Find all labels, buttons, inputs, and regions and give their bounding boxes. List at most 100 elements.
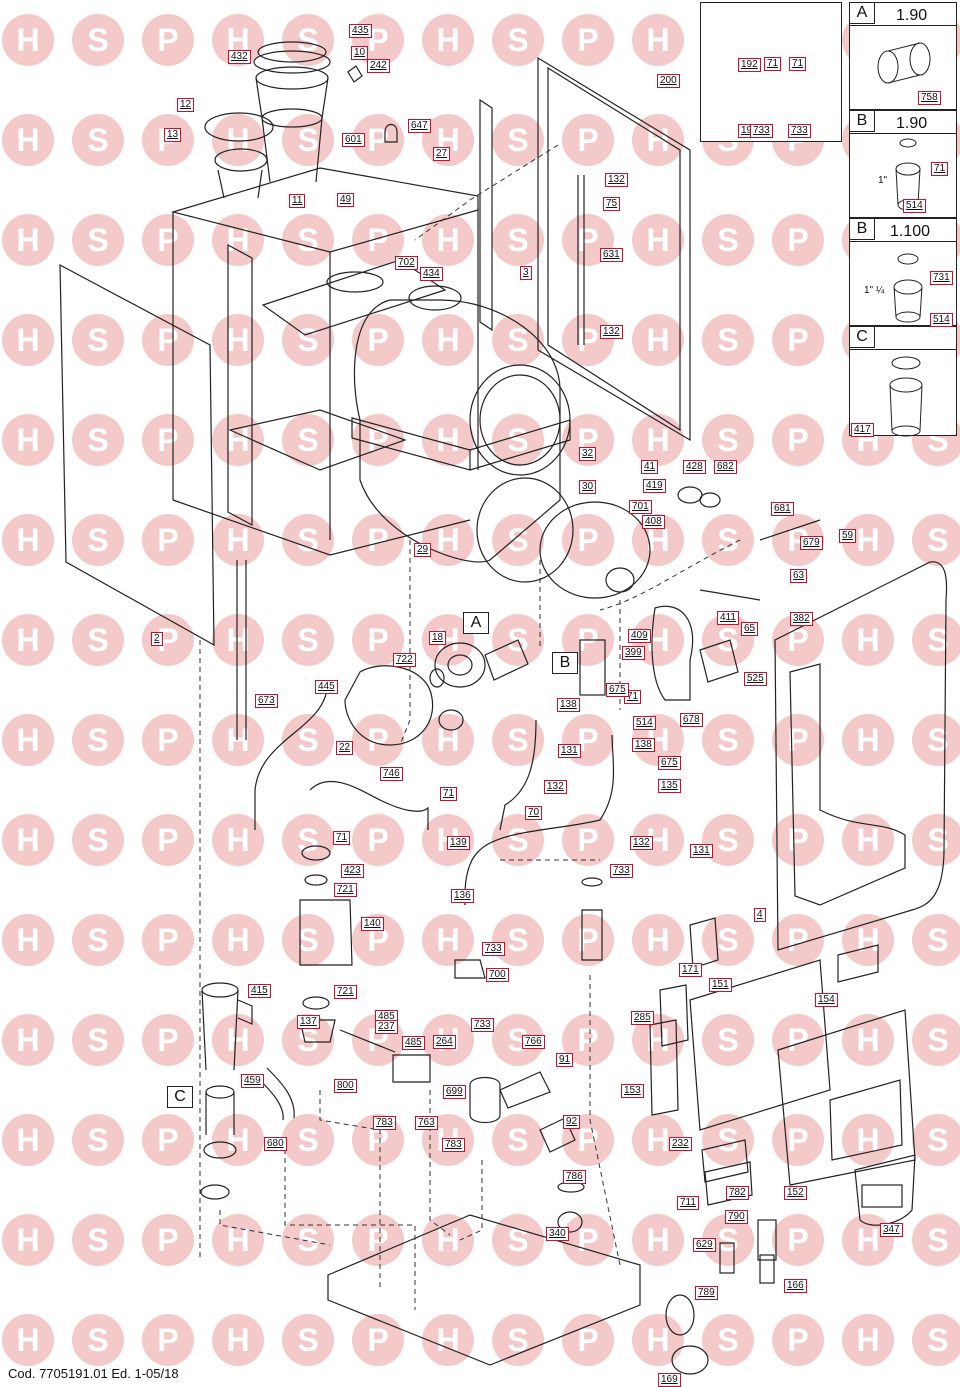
part-label-71[interactable]: 71	[789, 57, 807, 71]
part-label-382[interactable]: 382	[790, 612, 813, 626]
part-label-783[interactable]: 783	[373, 1116, 396, 1130]
part-label-153[interactable]: 153	[621, 1084, 644, 1098]
part-label-763[interactable]: 763	[415, 1116, 438, 1130]
part-label-140[interactable]: 140	[361, 917, 384, 931]
part-label-137[interactable]: 137	[297, 1015, 320, 1029]
part-label-132[interactable]: 132	[600, 325, 623, 339]
part-label-399[interactable]: 399	[622, 646, 645, 660]
part-label-790[interactable]: 790	[725, 1210, 748, 1224]
part-label-132[interactable]: 132	[605, 173, 628, 187]
part-label-138[interactable]: 138	[557, 698, 580, 712]
part-label-679[interactable]: 679	[800, 536, 823, 550]
part-label-340[interactable]: 340	[546, 1227, 569, 1241]
part-label-681[interactable]: 681	[771, 502, 794, 516]
part-label-746[interactable]: 746	[380, 767, 403, 781]
part-label-682[interactable]: 682	[714, 460, 737, 474]
part-label-131[interactable]: 131	[558, 744, 581, 758]
part-label-721[interactable]: 721	[334, 883, 357, 897]
part-label-136[interactable]: 136	[451, 889, 474, 903]
part-label-758[interactable]: 758	[918, 91, 941, 105]
part-label-428[interactable]: 428	[683, 460, 706, 474]
part-label-514[interactable]: 514	[930, 313, 953, 327]
part-label-700[interactable]: 700	[486, 968, 509, 982]
part-label-629[interactable]: 629	[693, 1238, 716, 1252]
part-label-71[interactable]: 71	[333, 831, 351, 845]
part-label-11[interactable]: 11	[289, 194, 306, 208]
part-label-41[interactable]: 41	[641, 460, 659, 474]
part-label-75[interactable]: 75	[603, 197, 621, 211]
part-label-733[interactable]: 733	[788, 124, 811, 138]
part-label-782[interactable]: 782	[726, 1186, 749, 1200]
part-label-10[interactable]: 10	[351, 46, 369, 60]
part-label-419[interactable]: 419	[643, 479, 666, 493]
part-label-242[interactable]: 242	[367, 59, 390, 73]
part-label-18[interactable]: 18	[429, 631, 447, 645]
part-label-766[interactable]: 766	[522, 1035, 545, 1049]
part-label-65[interactable]: 65	[741, 622, 759, 636]
part-label-731[interactable]: 731	[930, 271, 953, 285]
part-label-722[interactable]: 722	[393, 653, 416, 667]
part-label-91[interactable]: 91	[556, 1053, 574, 1067]
part-label-285[interactable]: 285	[631, 1011, 654, 1025]
part-label-4[interactable]: 4	[754, 908, 766, 922]
part-label-22[interactable]: 22	[336, 741, 354, 755]
part-label-166[interactable]: 166	[784, 1279, 807, 1293]
part-label-733[interactable]: 733	[482, 942, 505, 956]
part-label-701[interactable]: 701	[629, 500, 652, 514]
part-label-232[interactable]: 232	[669, 1137, 692, 1151]
part-label-411[interactable]: 411	[717, 611, 739, 625]
part-label-525[interactable]: 525	[744, 672, 767, 686]
part-label-139[interactable]: 139	[447, 836, 470, 850]
part-label-678[interactable]: 678	[680, 713, 703, 727]
part-label-131[interactable]: 131	[690, 844, 713, 858]
part-label-408[interactable]: 408	[642, 515, 665, 529]
part-label-71[interactable]: 71	[931, 162, 949, 176]
part-label-702[interactable]: 702	[395, 256, 418, 270]
part-label-445[interactable]: 445	[315, 680, 338, 694]
part-label-171[interactable]: 171	[679, 963, 702, 977]
part-label-673[interactable]: 673	[255, 694, 278, 708]
part-label-733[interactable]: 733	[750, 124, 773, 138]
part-label-699[interactable]: 699	[443, 1085, 466, 1099]
part-label-70[interactable]: 70	[525, 806, 543, 820]
part-label-132[interactable]: 132	[544, 780, 567, 794]
part-label-721[interactable]: 721	[334, 985, 357, 999]
part-label-800[interactable]: 800	[334, 1079, 357, 1093]
part-label-601[interactable]: 601	[342, 133, 365, 147]
part-label-2[interactable]: 2	[151, 632, 163, 646]
part-label-409[interactable]: 409	[628, 629, 651, 643]
part-label-423[interactable]: 423	[341, 864, 364, 878]
part-label-711[interactable]: 711	[677, 1196, 699, 1210]
part-label-200[interactable]: 200	[657, 74, 680, 88]
part-label-435[interactable]: 435	[349, 24, 372, 38]
part-label-151[interactable]: 151	[709, 978, 732, 992]
part-label-30[interactable]: 30	[579, 480, 597, 494]
part-label-135[interactable]: 135	[658, 779, 681, 793]
part-label-13[interactable]: 13	[164, 128, 182, 142]
part-label-733[interactable]: 733	[471, 1018, 494, 1032]
part-label-675[interactable]: 675	[606, 683, 629, 697]
part-label-680[interactable]: 680	[264, 1137, 287, 1151]
part-label-417[interactable]: 417	[851, 423, 874, 437]
part-label-154[interactable]: 154	[815, 993, 838, 1007]
part-label-789[interactable]: 789	[695, 1286, 718, 1300]
part-label-169[interactable]: 169	[658, 1373, 681, 1387]
part-label-32[interactable]: 32	[579, 447, 597, 461]
part-label-415[interactable]: 415	[248, 984, 271, 998]
part-label-71[interactable]: 71	[440, 787, 458, 801]
part-label-237[interactable]: 237	[375, 1020, 398, 1034]
part-label-92[interactable]: 92	[563, 1115, 581, 1129]
part-label-192[interactable]: 192	[738, 58, 761, 72]
part-label-459[interactable]: 459	[241, 1074, 264, 1088]
part-label-264[interactable]: 264	[433, 1035, 456, 1049]
part-label-63[interactable]: 63	[790, 569, 808, 583]
part-label-432[interactable]: 432	[228, 50, 251, 64]
part-label-29[interactable]: 29	[414, 543, 432, 557]
part-label-59[interactable]: 59	[839, 529, 857, 543]
part-label-647[interactable]: 647	[408, 119, 431, 133]
part-label-3[interactable]: 3	[520, 266, 532, 280]
part-label-631[interactable]: 631	[600, 248, 623, 262]
part-label-152[interactable]: 152	[784, 1186, 807, 1200]
part-label-347[interactable]: 347	[880, 1223, 903, 1237]
part-label-132[interactable]: 132	[630, 836, 653, 850]
